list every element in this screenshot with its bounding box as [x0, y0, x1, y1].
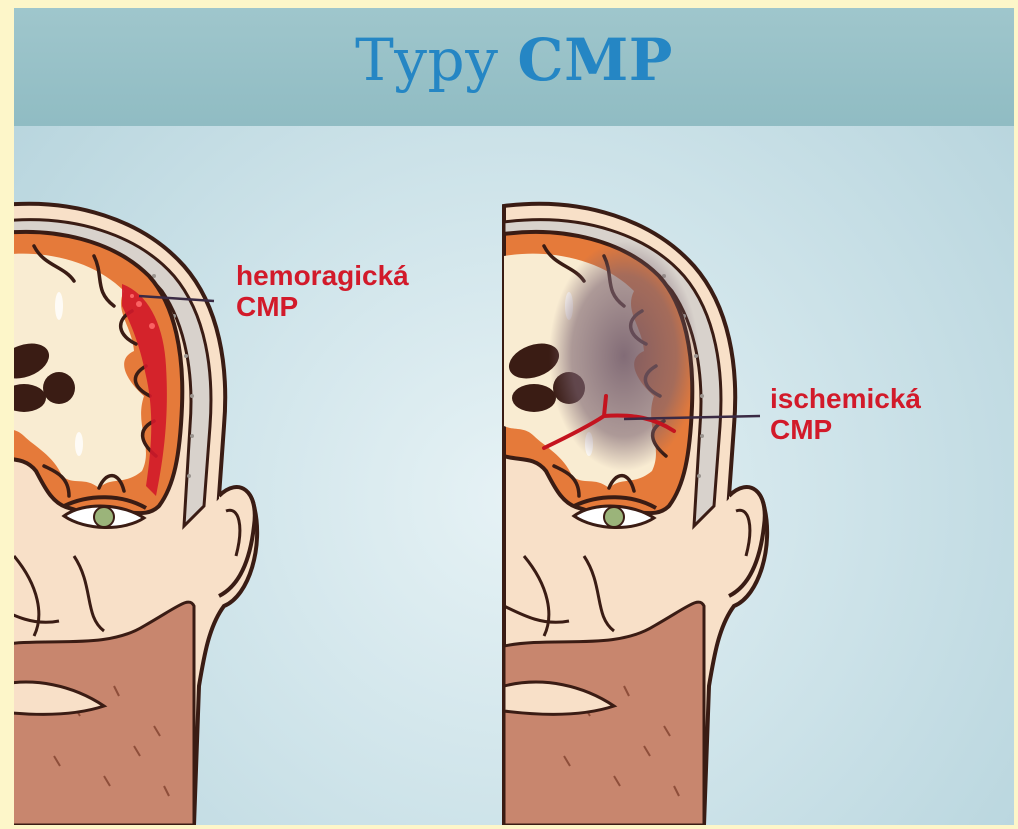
label-ischemic-stroke: ischemická CMP [770, 383, 921, 445]
illustration [14, 126, 1014, 825]
title-plain: Typy [355, 26, 498, 94]
title-bold: CMP [517, 26, 672, 94]
page-title: Typy CMP [14, 26, 1014, 94]
head-illustration-hemorrhagic [14, 204, 257, 825]
title-banner: Typy CMP [14, 8, 1014, 126]
label-ischemic-line2: CMP [770, 414, 921, 445]
head-illustration-ischemic [504, 204, 767, 825]
infographic-frame: Typy CMP [14, 8, 1014, 825]
label-ischemic-line1: ischemická [770, 383, 921, 414]
label-hemorrhagic-line1: hemoragická [236, 260, 409, 291]
label-hemorrhagic-line2: CMP [236, 291, 409, 322]
label-hemorrhagic-stroke: hemoragická CMP [236, 260, 409, 322]
